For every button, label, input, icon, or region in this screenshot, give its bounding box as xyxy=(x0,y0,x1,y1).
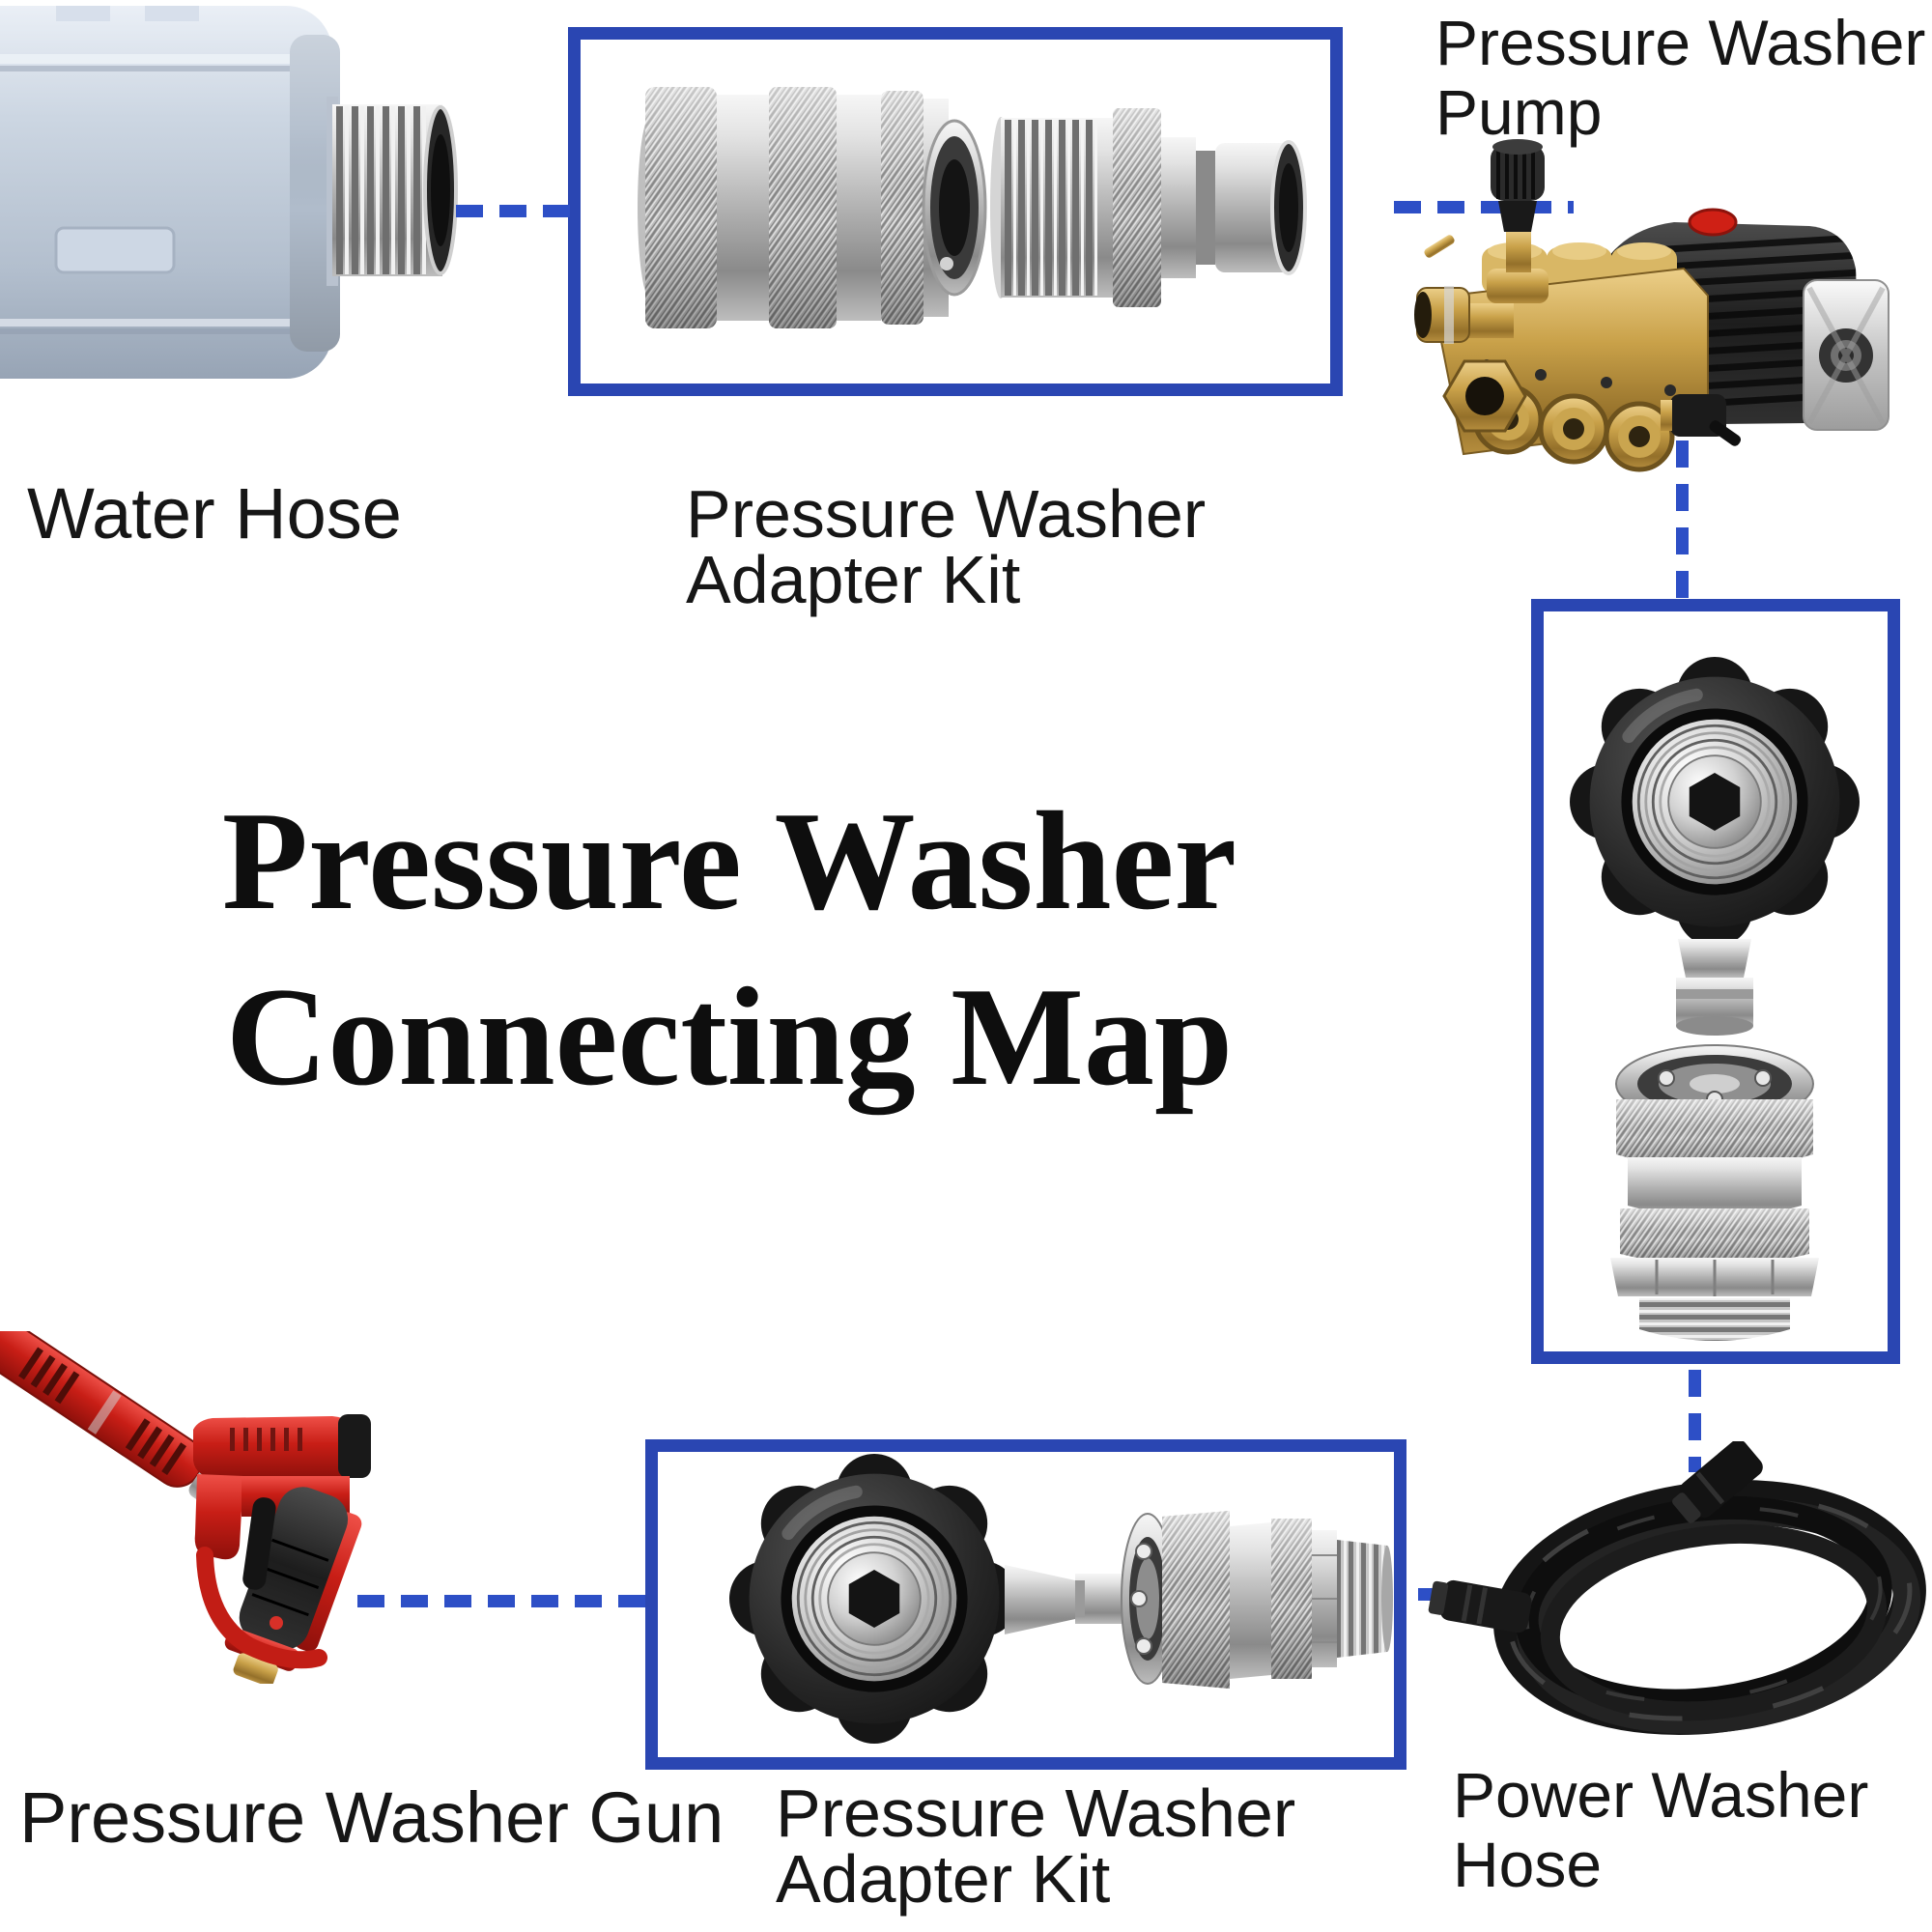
adapter-kit-top-label-line1: Pressure Washer xyxy=(686,476,1207,552)
title-line-1: Pressure Washer xyxy=(221,782,1237,939)
power-hose-image xyxy=(1428,1441,1926,1735)
adapter-kit-top-label-line2: Adapter Kit xyxy=(686,542,1021,617)
water-hose-label: Water Hose xyxy=(27,473,402,554)
power-hose-label: Power Washer Hose xyxy=(1453,1760,1868,1899)
gun-image xyxy=(0,1331,371,1684)
adapter-kit-bottom-label: Pressure Washer Adapter Kit xyxy=(776,1776,1296,1917)
adapter-kit-top-label: Pressure Washer Adapter Kit xyxy=(686,476,1207,617)
hose-end-fitting-top xyxy=(1672,1441,1763,1523)
quick-connect-coupler xyxy=(1121,1511,1393,1689)
female-coupler xyxy=(638,87,987,328)
connector-hose-to-kit xyxy=(456,205,572,217)
gun-label: Pressure Washer Gun xyxy=(19,1777,724,1858)
adapter-kit-bottom-label-line1: Pressure Washer xyxy=(776,1776,1296,1851)
connector-pump-to-kit-side xyxy=(1676,440,1689,603)
water-hose-image xyxy=(0,6,458,379)
m22-swivel-fitting xyxy=(1570,657,1860,1036)
power-hose-label-line2: Hose xyxy=(1453,1829,1603,1900)
adapter-kit-top-image xyxy=(638,87,1307,328)
pump-manifold xyxy=(1431,242,1709,472)
hose-male-thread xyxy=(327,97,458,286)
male-plug-adapter xyxy=(990,108,1307,307)
pump-red-cap xyxy=(1688,208,1738,237)
pump-pressure-knob xyxy=(1487,139,1548,303)
highlight-box-adapter-kit-side xyxy=(1531,599,1900,1364)
page-title: Pressure Washer Connecting Map xyxy=(135,773,1323,1124)
gun-body xyxy=(193,1414,371,1684)
quick-connect-coupler xyxy=(1610,1044,1819,1341)
highlight-box-adapter-kit-top xyxy=(568,27,1343,396)
title-line-2: Connecting Map xyxy=(225,958,1234,1115)
adapter-kit-bottom-image xyxy=(645,1439,1393,1770)
pump-label-line2: Pump xyxy=(1435,76,1603,148)
pump-label: Pressure Washer Pump xyxy=(1435,8,1925,147)
adapter-kit-side-image xyxy=(1531,599,1900,1341)
pump-image xyxy=(1414,139,1889,472)
connector-gun-to-kit-bottom xyxy=(357,1595,645,1607)
pump-label-line1: Pressure Washer xyxy=(1435,7,1926,78)
pump-side-fittings xyxy=(1414,235,1742,446)
m22-swivel-fitting xyxy=(729,1454,1145,1744)
pump-flange xyxy=(1803,279,1889,431)
adapter-kit-bottom-label-line2: Adapter Kit xyxy=(776,1841,1111,1917)
highlight-box-adapter-kit-bottom xyxy=(645,1439,1406,1770)
hose-end-fitting-left xyxy=(1428,1579,1532,1634)
connector-kit-side-to-hose xyxy=(1689,1370,1701,1472)
hose-body xyxy=(0,6,340,379)
power-hose-label-line1: Power Washer xyxy=(1453,1759,1869,1831)
